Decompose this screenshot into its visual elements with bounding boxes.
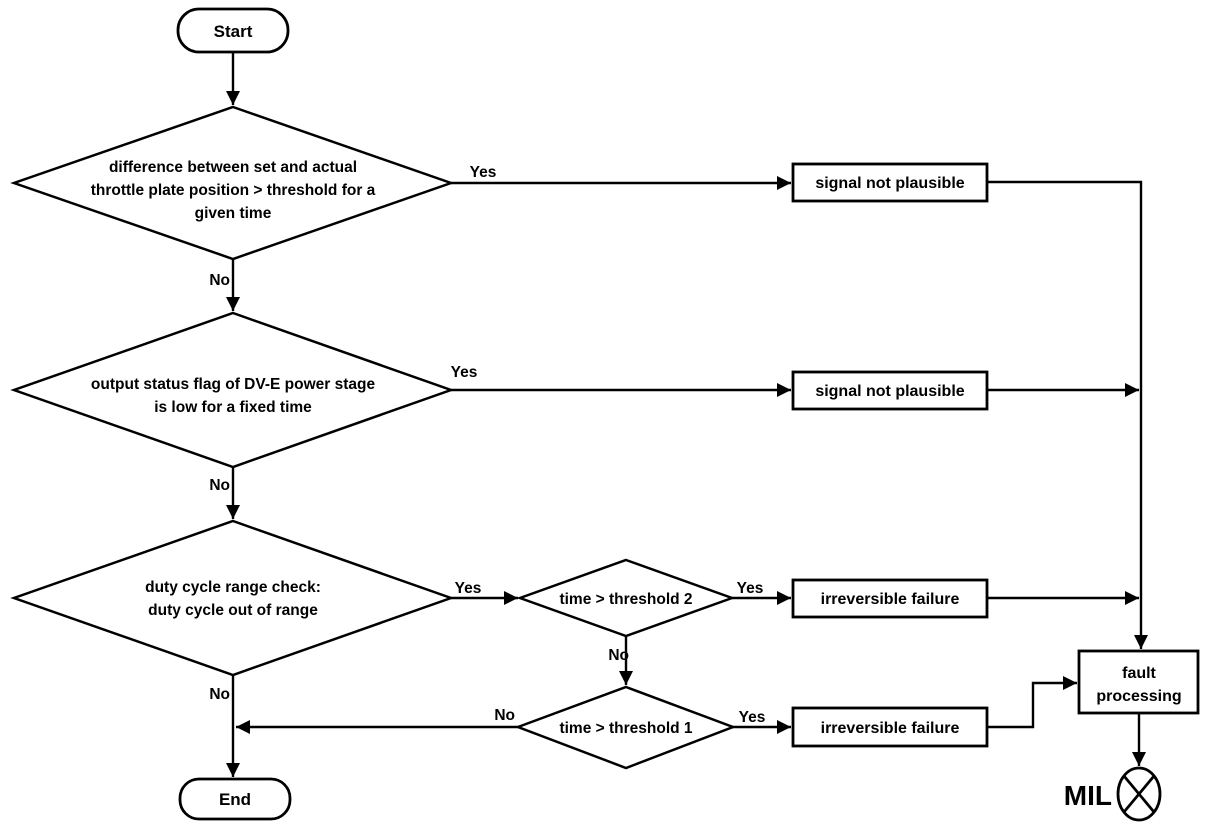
decision-duty-cycle-line1: duty cycle range check:: [145, 579, 321, 596]
process-irreversible-failure-2-label: irreversible failure: [821, 720, 960, 737]
process-fault-processing: fault processing: [1077, 649, 1200, 715]
decision-throttle-shape: [10, 105, 455, 261]
decision-duty-cycle: duty cycle range check: duty cycle out o…: [10, 519, 455, 677]
decision-threshold2: time > threshold 2: [516, 558, 736, 638]
no-label-threshold1: No: [494, 707, 515, 724]
process-irreversible-failure-1-label: irreversible failure: [821, 591, 960, 608]
yes-label-decision2: Yes: [451, 364, 478, 381]
decision-duty-cycle-line2: duty cycle out of range: [148, 602, 318, 619]
decision-throttle-line2: throttle plate position > threshold for …: [91, 182, 376, 199]
yes-label-threshold2: Yes: [737, 580, 764, 597]
process-fault-line2: processing: [1096, 688, 1181, 705]
connectors: [226, 52, 1148, 777]
process-irreversible-failure-2-shape: [791, 706, 989, 748]
process-signal-not-plausible-2-label: signal not plausible: [815, 383, 964, 400]
process-irreversible-failure-2: irreversible failure: [791, 706, 989, 748]
start-shape: [176, 7, 290, 54]
decision-threshold1-label: time > threshold 1: [559, 720, 692, 737]
edge-box4-to-fault: [987, 676, 1077, 729]
decision-duty-cycle-shape: [10, 519, 455, 677]
process-fault-line1: fault: [1122, 665, 1156, 682]
yes-label-decision3: Yes: [455, 580, 482, 597]
edge-labels: Yes Yes Yes Yes Yes No No No No No: [209, 164, 765, 726]
decision-power-stage-line1: output status flag of DV-E power stage: [91, 376, 376, 393]
end-label: End: [219, 790, 251, 809]
mil-indicator: MIL: [1064, 766, 1162, 822]
decision-throttle-line3: given time: [195, 205, 272, 222]
no-label-decision1: No: [209, 272, 230, 289]
process-signal-not-plausible-1-shape: [791, 162, 989, 203]
no-label-decision3: No: [209, 686, 230, 703]
decision-throttle-position: difference between set and actual thrott…: [10, 105, 455, 261]
yes-label-threshold1: Yes: [739, 709, 766, 726]
process-signal-not-plausible-2: signal not plausible: [791, 370, 989, 411]
process-fault-processing-shape: [1077, 649, 1200, 715]
process-irreversible-failure-1: irreversible failure: [791, 578, 989, 619]
decision-power-stage: output status flag of DV-E power stage i…: [10, 311, 455, 469]
start-label: Start: [214, 22, 253, 41]
yes-label-decision1: Yes: [470, 164, 497, 181]
start-node: Start: [176, 7, 290, 54]
decision-threshold1-shape: [514, 685, 737, 770]
end-shape: [178, 777, 292, 821]
process-signal-not-plausible-1: signal not plausible: [791, 162, 989, 203]
decision-threshold2-shape: [516, 558, 736, 638]
process-signal-not-plausible-2-shape: [791, 370, 989, 411]
decision-power-stage-line2: is low for a fixed time: [154, 399, 312, 416]
decision-power-stage-shape: [10, 311, 455, 469]
edge-box1-to-fault-rail: [987, 180, 1148, 649]
decision-threshold2-label: time > threshold 2: [559, 591, 692, 608]
decision-throttle-line1: difference between set and actual: [109, 159, 357, 176]
no-label-decision2: No: [209, 477, 230, 494]
no-label-threshold2: No: [608, 647, 629, 664]
process-irreversible-failure-1-shape: [791, 578, 989, 619]
mil-lamp-cross-line2: [1122, 775, 1156, 813]
mil-label: MIL: [1064, 780, 1112, 811]
end-node: End: [178, 777, 292, 821]
decision-threshold1: time > threshold 1: [514, 685, 737, 770]
process-signal-not-plausible-1-label: signal not plausible: [815, 175, 964, 192]
